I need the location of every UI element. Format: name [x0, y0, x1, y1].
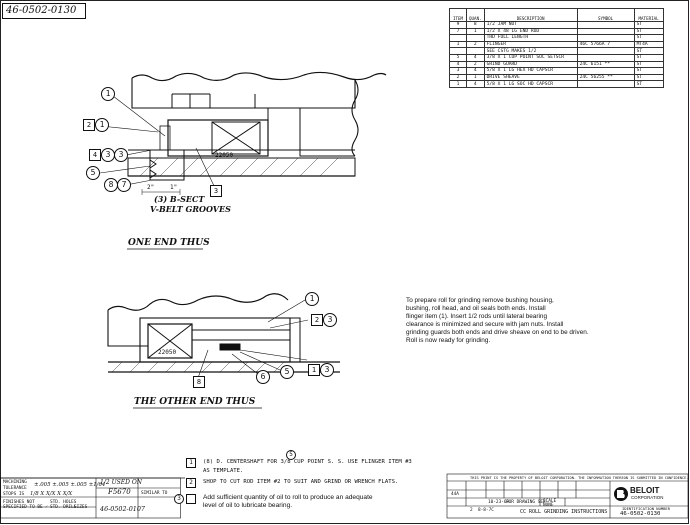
box-label-3: 3 [210, 185, 222, 197]
bom-cell-material: ST [633, 80, 664, 88]
note-1-text: (8) D. CENTERSHAFT FOR 3/8 CUP POINT S. … [203, 459, 412, 465]
tol-similar-to: SIMILAR TO [141, 491, 168, 496]
tol-finishes-sub: SPECIFIED TO BE ✓ [3, 505, 48, 510]
box-bottom-2: 2 [311, 314, 323, 326]
title-block-grid [446, 473, 689, 519]
caption-one-end: ONE END THUS [128, 238, 210, 248]
grinding-instructions: To prepare roll for grinding remove bush… [406, 297, 589, 345]
instruction-line: Roll is now ready for grinding. [406, 337, 491, 344]
tol-std-holes: STD. HOLES [50, 500, 77, 505]
tb-drawn: 44A [451, 492, 459, 497]
tb-scale-value: NONE [543, 503, 554, 508]
section-sublabel: V-BELT GROOVES [150, 204, 231, 214]
roll-id-bottom: 22050 [158, 349, 177, 356]
balloon-top-8: 8 [104, 178, 118, 192]
note-3-text-cont: level of oil to lubricate bearing. [203, 502, 293, 509]
roll-id-top: 22050 [215, 152, 234, 159]
note-1-marker: 1 [186, 458, 196, 468]
tb-drawing-size: FOR DRAWING SEE [506, 500, 546, 505]
dimension-a: 2" [147, 184, 155, 191]
box-label-8: 8 [193, 376, 205, 388]
balloon-top-5: 5 [86, 166, 100, 180]
bom-header-item: ITEM [449, 8, 467, 22]
tol-values: ±.005 ±.005 ±.005 ±1/64 [34, 482, 106, 488]
instruction-line: bushing, roll head, and oil seals both e… [406, 305, 546, 312]
tol-fits: STOPS IS [3, 492, 25, 497]
box-top-4: 4 [89, 149, 101, 161]
instruction-line: grinding guards both ends and drive shea… [406, 329, 589, 336]
note-3-box [186, 494, 196, 504]
balloon-top-7: 7 [117, 178, 131, 192]
tol-used-on-label: 1/2 USED ON [100, 479, 142, 486]
balloon-bottom-6: 6 [256, 370, 270, 384]
note-2-text: SHOP TO CUT ROD ITEM #2 TO SUIT AND GRIN… [203, 479, 399, 485]
note-2-marker: 2 [186, 478, 196, 488]
balloon-bottom-1: 1 [305, 292, 319, 306]
balloon-bottom-5: 5 [280, 365, 294, 379]
caption-other-end: THE OTHER END THUS [134, 397, 256, 407]
tol-ref-number: 46-0502-0107 [100, 505, 145, 513]
bom-cell-item: 1 [449, 80, 467, 88]
tb-rev-date: 8-8-7C [478, 508, 494, 513]
top-assembly-view [99, 71, 387, 195]
instruction-line: flinger item (1). Insert 1/2 rods until … [406, 313, 548, 320]
drawing-number-box: 46-0502-0130 [2, 3, 86, 19]
note-3-marker: 3 [174, 494, 184, 504]
tol-used-on-value: F5670 [108, 488, 131, 496]
bottom-assembly-view [107, 293, 340, 379]
tol-tolerance: TOLERANCE [3, 486, 27, 491]
balloon-top-4: 3 [101, 148, 115, 162]
tol-finishes: FINISHES NOT [3, 500, 35, 505]
tol-std-sizes: SIZES [74, 505, 88, 510]
tb-rev: 2 [470, 508, 473, 513]
bom-header-symbol: SYMBOL [576, 8, 635, 22]
tb-ident-label: IDENTIFICATION NUMBER [622, 506, 671, 511]
tol-fits-values: 1/8 X X/X X X/X [30, 491, 73, 497]
balloon-bottom-3: 3 [323, 313, 337, 327]
bill-of-materials: ITEM QUAN. DESCRIPTION SYMBOL MATERIAL 9… [449, 8, 664, 88]
box-top-2: 2 [83, 119, 95, 131]
tb-title: CC ROLL GRINDING INSTRUCTIONS [520, 509, 608, 515]
section-label: (3) B-SECT [154, 194, 205, 204]
instruction-line: To prepare roll for grinding remove bush… [406, 297, 554, 304]
tol-machining: MACHINING [3, 480, 27, 485]
balloon-top-1: 1 [101, 87, 115, 101]
tb-company-sub: CORPORATION [631, 495, 664, 500]
balloon-top-3: 3 [114, 148, 128, 162]
tb-company: BELOIT [630, 486, 660, 495]
note-flag: 5 [286, 450, 296, 460]
balloon-bottom-3b: 3 [320, 363, 334, 377]
drawing-number: 46-0502-0130 [6, 5, 77, 16]
bom-header-material: MATERIAL [633, 8, 664, 22]
tb-date: 10-23-69 [488, 500, 510, 505]
box-bottom-1: 1 [308, 364, 320, 376]
note-3-text: Add sufficient quantity of oil to roll t… [203, 494, 373, 501]
tol-std-drill: STD. DRILL [50, 505, 77, 510]
balloon-top-1b: 1 [95, 118, 109, 132]
tb-scale: SCALE [543, 499, 557, 504]
instruction-line: clearance is minimized and secure with j… [406, 321, 564, 328]
tb-id-number: 46-0502-0130 [620, 511, 661, 517]
dimension-b: 1" [170, 184, 178, 191]
proprietary-notice: THIS PRINT IS THE PROPERTY OF BELOIT COR… [470, 476, 689, 480]
note-1-text-cont: AS TEMPLATE. [203, 468, 244, 474]
